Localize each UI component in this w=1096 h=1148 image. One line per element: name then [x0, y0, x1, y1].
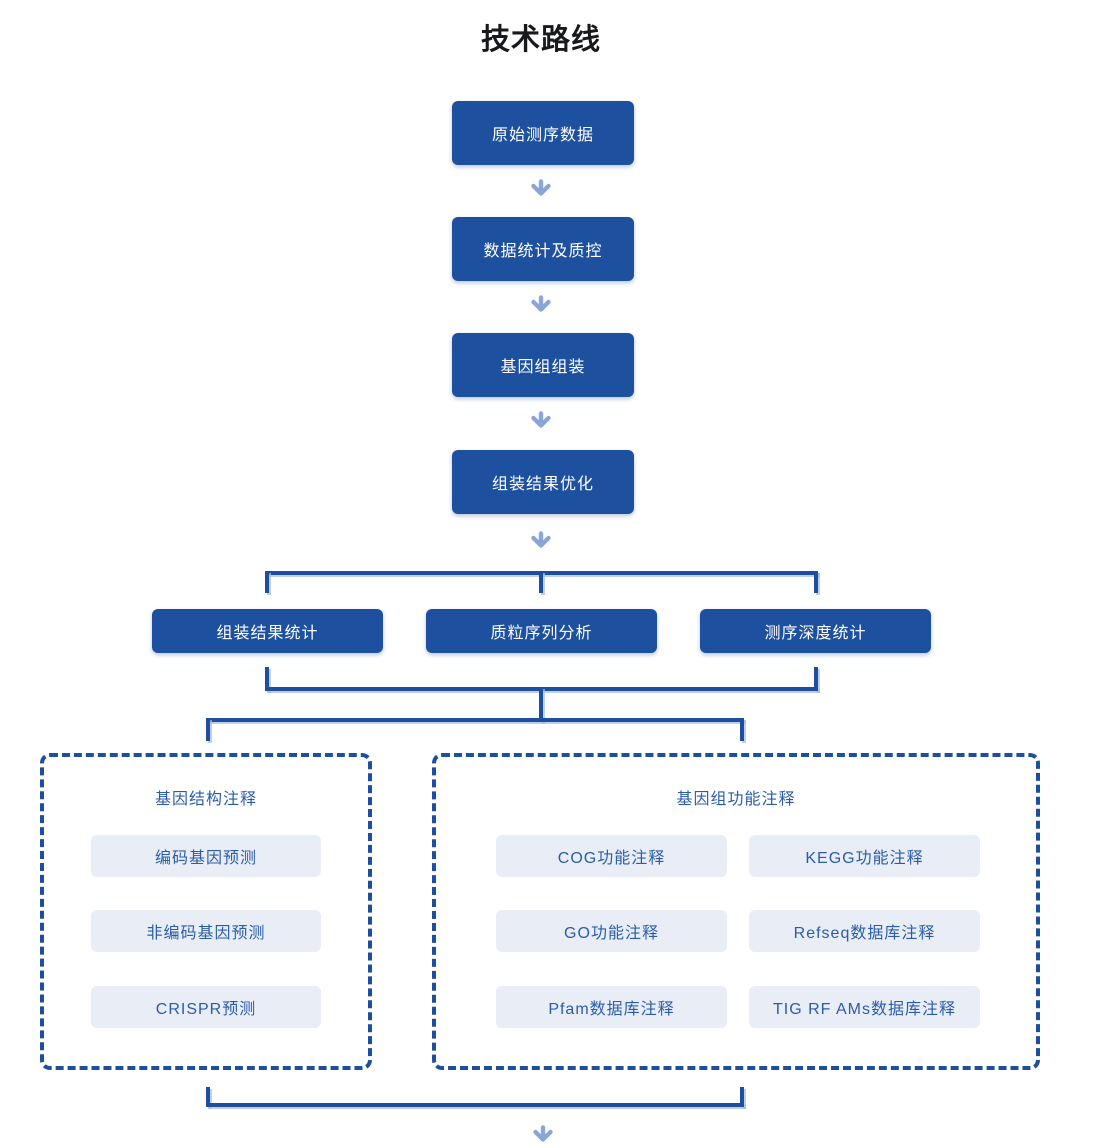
- branch-box: 质粒序列分析: [426, 609, 657, 653]
- connector-line: [740, 718, 744, 741]
- connector-line: [206, 718, 210, 741]
- annotation-item: 非编码基因预测: [91, 910, 321, 952]
- arrow-down-icon: [531, 179, 551, 196]
- connector-line: [539, 571, 543, 593]
- branch-box: 测序深度统计: [700, 609, 931, 653]
- connector-line: [740, 1087, 744, 1107]
- annotation-item: Pfam数据库注释: [496, 986, 727, 1028]
- arrow-down-icon: [531, 531, 551, 548]
- annotation-item: TIG RF AMs数据库注释: [749, 986, 980, 1028]
- arrow-down-icon: [533, 1125, 553, 1142]
- connector-line: [206, 718, 744, 722]
- annotation-item: Refseq数据库注释: [749, 910, 980, 952]
- branch-box: 组装结果统计: [152, 609, 383, 653]
- connector-line: [265, 571, 269, 593]
- connector-line: [265, 667, 269, 691]
- flow-step-box: 基因组组装: [452, 333, 634, 397]
- arrow-down-icon: [531, 295, 551, 312]
- connector-line: [206, 1103, 744, 1107]
- annotation-item: KEGG功能注释: [749, 835, 980, 877]
- flow-step-box: 原始测序数据: [452, 101, 634, 165]
- annotation-item: CRISPR预测: [91, 986, 321, 1028]
- annotation-item: GO功能注释: [496, 910, 727, 952]
- panel-genome-function-annotation: 基因组功能注释 COG功能注释 KEGG功能注释 GO功能注释 Refseq数据…: [432, 753, 1040, 1070]
- annotation-item: 编码基因预测: [91, 835, 321, 877]
- connector-line: [814, 571, 818, 593]
- flow-step-box: 数据统计及质控: [452, 217, 634, 281]
- connector-line: [814, 667, 818, 691]
- panel-title: 基因结构注释: [154, 791, 257, 808]
- connector-line: [206, 1087, 210, 1107]
- panel-gene-structure-annotation: 基因结构注释 编码基因预测 非编码基因预测 CRISPR预测: [40, 753, 372, 1070]
- panel-title: 基因组功能注释: [676, 791, 796, 808]
- annotation-item: COG功能注释: [496, 835, 727, 877]
- flow-step-box: 组装结果优化: [452, 450, 634, 514]
- page-title: 技术路线: [480, 24, 602, 56]
- arrow-down-icon: [531, 411, 551, 428]
- connector-line: [539, 687, 543, 722]
